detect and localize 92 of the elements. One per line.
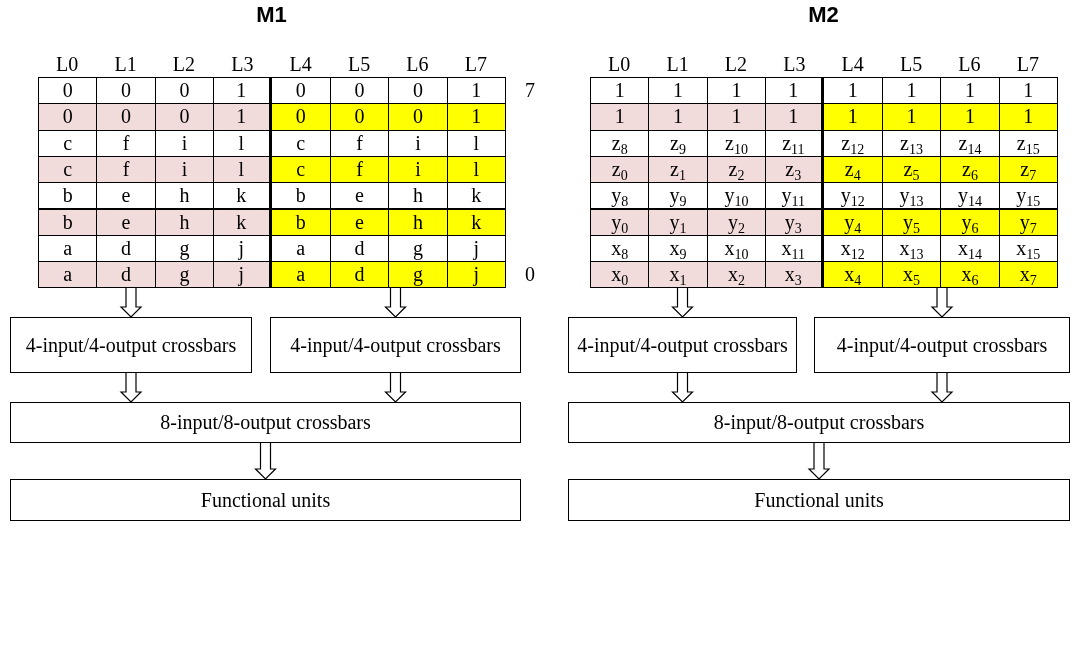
process-box: 4-input/4-output crossbars [10, 317, 252, 373]
table-cell: d [329, 261, 390, 289]
table-cell: y$_{8}$ [590, 182, 650, 210]
hollow-arrow [930, 372, 954, 403]
process-box: Functional units [568, 479, 1070, 521]
column-header: L6 [957, 52, 982, 76]
table-cell: x$_{4}$ [823, 261, 883, 289]
process-box: 4-input/4-output crossbars [814, 317, 1070, 373]
table-cell: y$_{15}$ [998, 182, 1058, 210]
table-cell: i [388, 155, 448, 184]
table-cell: z$_{6}$ [940, 155, 1000, 184]
process-box: 4-input/4-output crossbars [568, 317, 797, 373]
process-box: Functional units [10, 479, 521, 521]
table-cell: 0 [388, 103, 448, 131]
table-cell: b [271, 182, 331, 210]
table-cell: 1 [213, 103, 273, 131]
column-header: L1 [113, 52, 138, 76]
process-box: 4-input/4-output crossbars [270, 317, 521, 373]
table-cell: h [388, 208, 448, 236]
table-cell: y$_{11}$ [765, 182, 825, 210]
row-number: 0 [524, 261, 536, 287]
table-cell: d [96, 261, 156, 289]
table-title: M1 [255, 2, 288, 29]
table-cell: k [446, 182, 506, 210]
table-cell: x$_{2}$ [706, 261, 767, 289]
column-header: L7 [463, 52, 488, 76]
hollow-arrow [807, 442, 831, 480]
column-header: L0 [55, 52, 80, 76]
table-cell: 0 [96, 103, 156, 131]
table-cell: 0 [329, 103, 390, 131]
table-cell: y$_{6}$ [940, 208, 1000, 236]
table-cell: a [271, 261, 331, 289]
column-header: L6 [405, 52, 430, 76]
table-cell: g [154, 261, 215, 289]
table-cell: 0 [154, 103, 215, 131]
column-header: L3 [230, 52, 255, 76]
table-cell: g [388, 261, 448, 289]
hollow-arrow [384, 372, 407, 403]
table-cell: 1 [706, 103, 767, 131]
table-cell: x$_{6}$ [940, 261, 1000, 289]
hollow-arrow [119, 286, 143, 318]
column-header: L3 [782, 52, 807, 76]
table-cell: y$_{12}$ [823, 182, 883, 210]
table-cell: j [213, 261, 273, 289]
hollow-arrow [119, 372, 143, 403]
table-cell: x$_{1}$ [648, 261, 708, 289]
column-header: L1 [665, 52, 690, 76]
table-cell: k [213, 182, 273, 210]
table-cell: 0 [38, 103, 98, 131]
table-cell: 0 [271, 103, 331, 131]
hollow-arrow [384, 286, 407, 318]
table-title: M2 [807, 2, 840, 29]
column-header: L2 [723, 52, 749, 76]
table-cell: 1 [881, 103, 942, 131]
hollow-arrow [254, 442, 277, 480]
table-cell: z$_{3}$ [765, 155, 825, 184]
table-cell: x$_{7}$ [998, 261, 1058, 289]
process-box: 8-input/8-output crossbars [568, 402, 1070, 443]
table-cell: f [96, 155, 156, 184]
hollow-arrow [671, 372, 694, 403]
column-header: L7 [1015, 52, 1040, 76]
column-header: L4 [288, 52, 313, 76]
table-cell: 1 [446, 103, 506, 131]
column-header: L5 [898, 52, 924, 76]
table-cell: a [38, 261, 98, 289]
table-cell: 1 [998, 103, 1058, 131]
column-header: L4 [840, 52, 865, 76]
column-header: L0 [607, 52, 632, 76]
table-cell: b [38, 182, 98, 210]
table-cell: k [213, 208, 273, 236]
column-header: L5 [346, 52, 372, 76]
row-number: 7 [524, 77, 536, 103]
table-cell: x$_{3}$ [765, 261, 825, 289]
table-cell: 1 [590, 103, 650, 131]
table-cell: 1 [765, 103, 825, 131]
process-box: 8-input/8-output crossbars [10, 402, 521, 443]
hollow-arrow [930, 286, 954, 318]
table-cell: y$_{1}$ [648, 208, 708, 236]
table-cell: l [213, 155, 273, 184]
table-cell: z$_{1}$ [648, 155, 708, 184]
table-cell: e [96, 208, 156, 236]
table-cell: j [446, 261, 506, 289]
table-cell: 1 [213, 77, 273, 105]
column-header: L2 [171, 52, 197, 76]
table-cell: 1 [765, 77, 825, 105]
table-cell: x$_{5}$ [881, 261, 942, 289]
hollow-arrow [671, 286, 694, 318]
table-cell: x$_{0}$ [590, 261, 650, 289]
table-cell: 1 [648, 103, 708, 131]
table-cell: 1 [940, 103, 1000, 131]
table-cell: y$_{3}$ [765, 208, 825, 236]
table-cell: 1 [823, 103, 883, 131]
